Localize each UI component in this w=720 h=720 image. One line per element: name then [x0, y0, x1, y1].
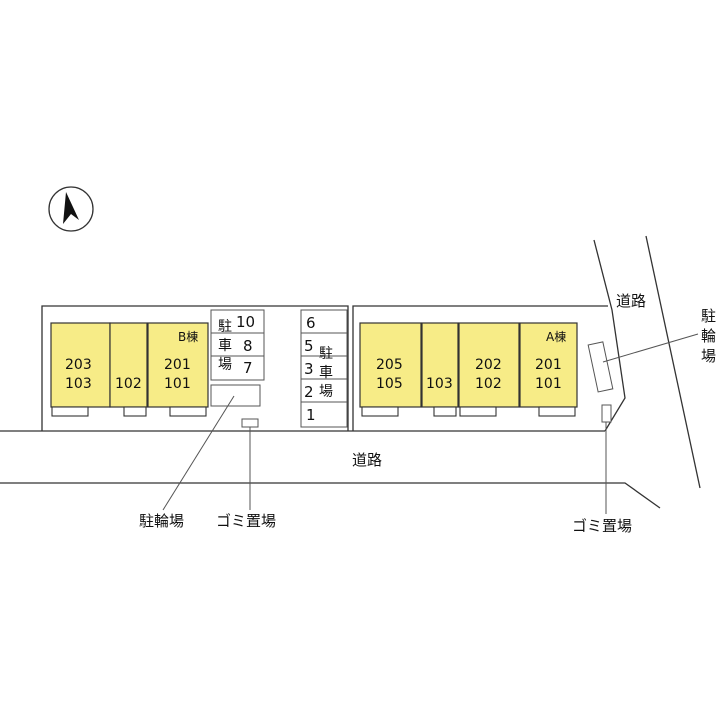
- garbage-area-left: [241, 418, 259, 428]
- bicycle-parking-right: [587, 341, 614, 393]
- unit-102-a: 102: [475, 376, 502, 392]
- main-road: [0, 430, 661, 509]
- garbage-area-right: [601, 404, 612, 423]
- bicycle-parking-right-char-1: 駐: [701, 307, 716, 325]
- bicycle-parking-right-char-2: 輪: [701, 327, 716, 345]
- parking-left-char-1: 駐: [218, 319, 232, 335]
- bicycle-parking-left: [210, 384, 261, 407]
- unit-205: 205: [376, 357, 403, 373]
- building-b: B棟 203 103 102 201 101: [50, 322, 209, 417]
- unit-201: 201: [164, 357, 191, 373]
- parking-space-5: 5: [304, 337, 314, 355]
- north-arrow-icon: [48, 186, 94, 232]
- side-road: [593, 235, 701, 489]
- building-a: A棟 205 105 103 202 102 201 101: [359, 322, 578, 417]
- unit-101: 101: [164, 376, 191, 392]
- unit-202: 202: [475, 357, 502, 373]
- parking-right-char-1: 駐: [319, 346, 333, 362]
- bicycle-parking-left-label: 駐輪場: [139, 512, 184, 530]
- parking-space-8: 8: [243, 337, 253, 355]
- parking-space-7: 7: [243, 359, 253, 377]
- parking-right: 6 5 3 2 1 駐 車 場: [300, 309, 348, 428]
- building-b-label: B棟: [178, 329, 198, 344]
- parking-space-2: 2: [304, 383, 314, 401]
- parking-space-1: 1: [306, 406, 316, 424]
- parking-left-char-2: 車: [218, 337, 232, 354]
- main-road-label: 道路: [352, 451, 382, 469]
- lot-boundary: [41, 305, 608, 431]
- parking-space-3: 3: [304, 360, 314, 378]
- building-a-label: A棟: [546, 329, 566, 344]
- garbage-area-left-label: ゴミ置場: [216, 512, 276, 530]
- unit-103: 103: [65, 376, 92, 392]
- parking-left-char-3: 場: [218, 357, 232, 373]
- parking-right-char-2: 車: [319, 364, 333, 381]
- parking-space-10: 10: [236, 313, 255, 331]
- unit-103-a: 103: [426, 376, 453, 392]
- parking-right-char-3: 場: [319, 384, 333, 400]
- bicycle-parking-right-char-3: 場: [701, 347, 716, 365]
- unit-105: 105: [376, 376, 403, 392]
- callout-lines: [162, 333, 699, 514]
- unit-201-a: 201: [535, 357, 562, 373]
- garbage-area-right-label: ゴミ置場: [572, 517, 632, 535]
- parking-space-6: 6: [306, 314, 316, 332]
- side-road-label: 道路: [616, 292, 646, 310]
- unit-101-a: 101: [535, 376, 562, 392]
- unit-102: 102: [115, 376, 142, 392]
- unit-203: 203: [65, 357, 92, 373]
- parking-left: 駐 車 場 10 8 7: [210, 309, 265, 407]
